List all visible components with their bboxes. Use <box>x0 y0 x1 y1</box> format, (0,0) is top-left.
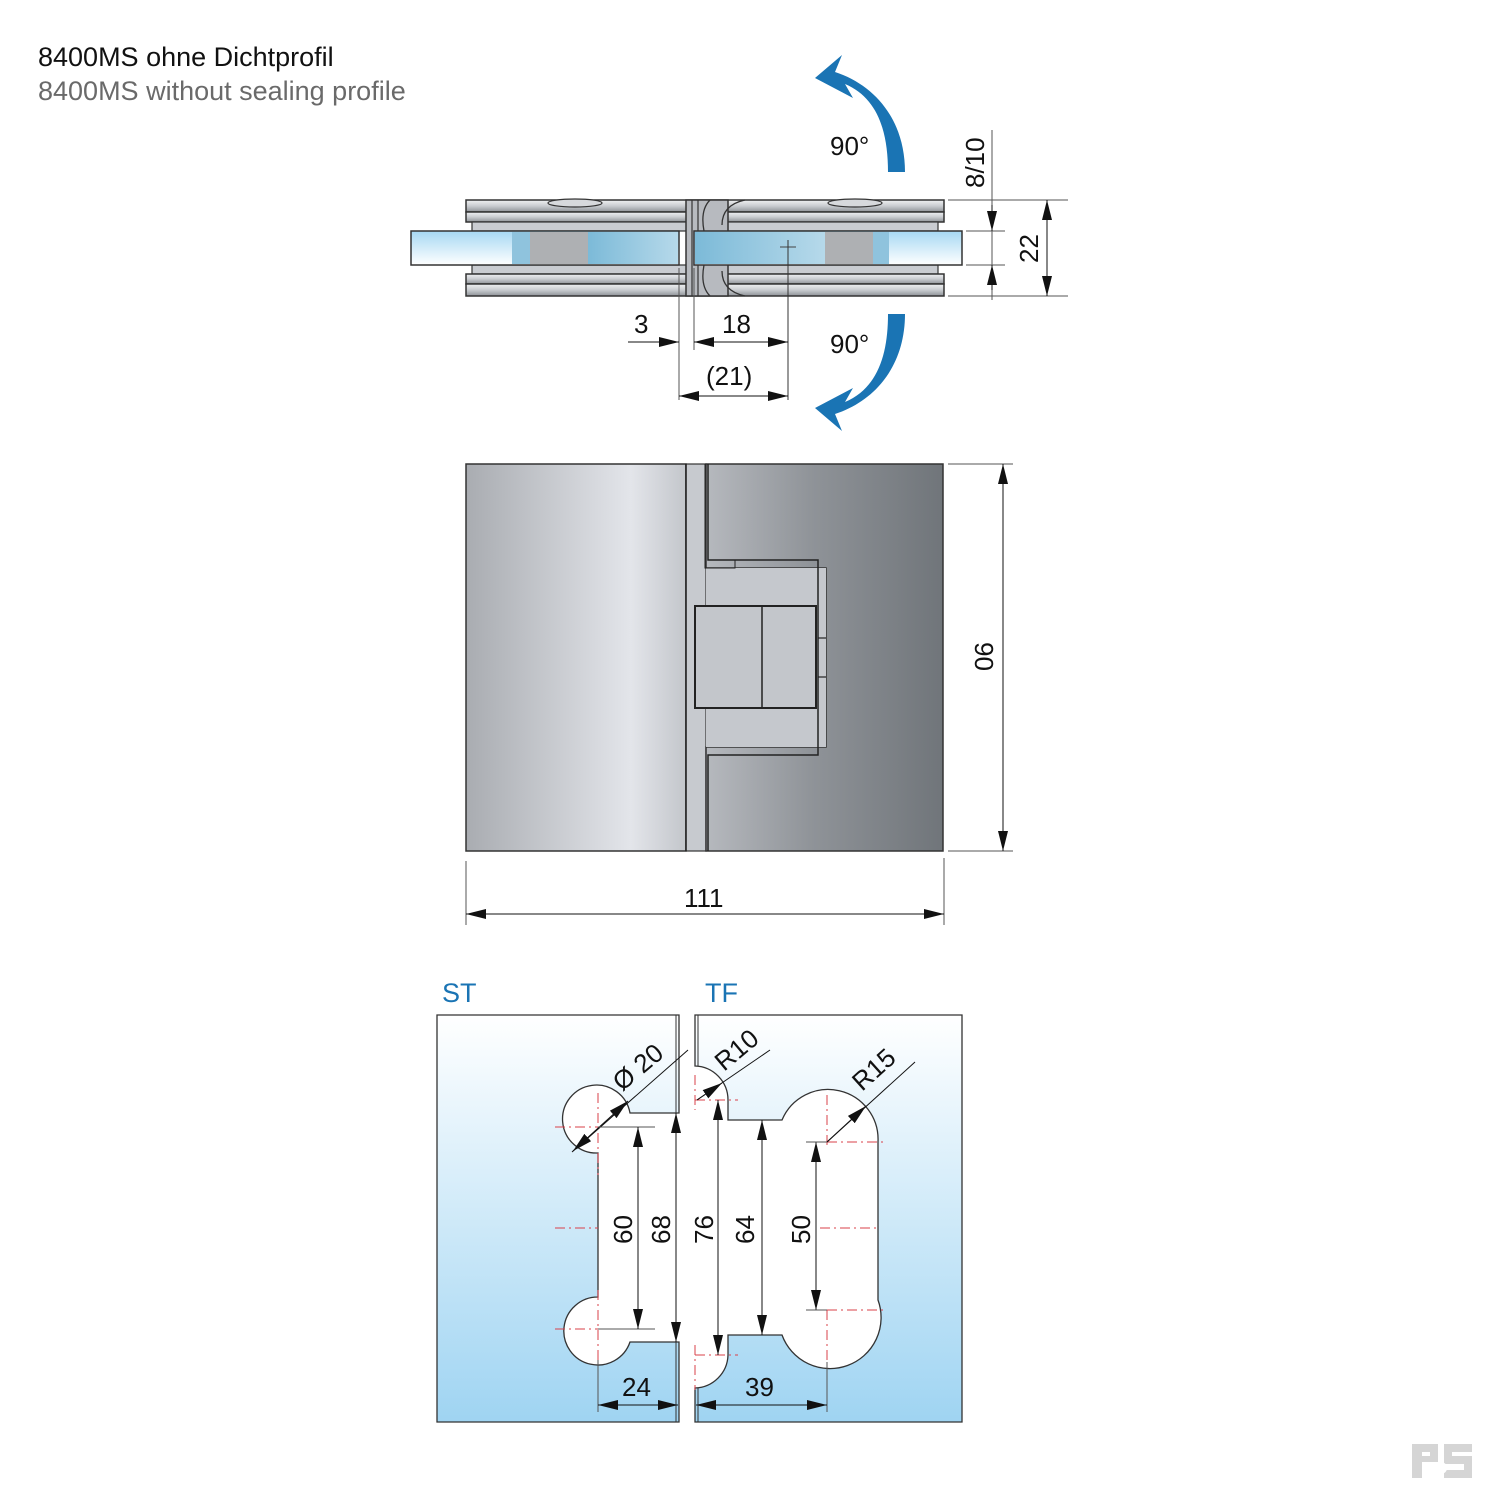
tf-glass-panel <box>694 1014 963 1423</box>
dim-76: 76 <box>689 1215 719 1244</box>
dim-total-offset: (21) <box>706 361 752 391</box>
centerlines <box>555 1075 885 1390</box>
dim-gap: 3 <box>634 309 648 339</box>
hinge-knuckle <box>694 605 817 709</box>
rs-logo-icon <box>1412 1444 1472 1478</box>
rotation-down-arrow-icon <box>815 314 905 431</box>
title-english: 8400MS without sealing profile <box>38 76 406 106</box>
rotation-up-arrow-icon <box>815 55 905 172</box>
dim-39: 39 <box>745 1372 774 1402</box>
cutout-view: ST TF Ø 20 <box>436 978 963 1423</box>
rotation-up-label: 90° <box>830 131 869 161</box>
dim-axis-offset: 18 <box>722 309 751 339</box>
title-block: 8400MS ohne Dichtprofil 8400MS without s… <box>38 40 406 108</box>
dim-height: 90 <box>969 642 999 671</box>
dim-64: 64 <box>730 1215 760 1244</box>
title-german: 8400MS ohne Dichtprofil <box>38 42 334 72</box>
right-panel-label: TF <box>705 978 738 1008</box>
dim-body-depth: 22 <box>1014 234 1044 263</box>
left-panel-label: ST <box>442 978 477 1008</box>
front-view: 90 111 <box>465 463 1013 925</box>
top-view: 90° 90° 8/10 22 3 18 (21) <box>410 55 1068 431</box>
dim-68: 68 <box>646 1215 676 1244</box>
dim-60: 60 <box>608 1215 638 1244</box>
rotation-down-label: 90° <box>830 329 869 359</box>
hinge-left-plate <box>465 463 687 852</box>
dim-50: 50 <box>786 1215 816 1244</box>
dim-width: 111 <box>684 883 724 913</box>
dim-24: 24 <box>622 1372 651 1402</box>
dim-glass-thickness: 8/10 <box>960 137 990 188</box>
